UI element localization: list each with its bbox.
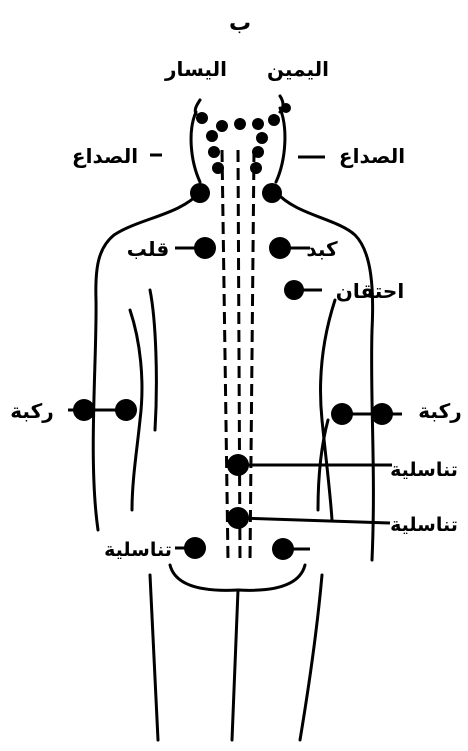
neck-point (196, 112, 208, 124)
neck-left-top (195, 100, 200, 114)
label-genital-2: تناسلية (390, 514, 458, 536)
neck-point (208, 146, 220, 158)
body-outline (93, 96, 373, 740)
buttocks-contour (170, 565, 305, 590)
label-knee-right: ركبة (418, 399, 461, 423)
neck-point (206, 130, 218, 142)
side-label-left: اليسار (164, 57, 227, 81)
point-knee-left-inner (115, 399, 137, 421)
spine-lines (222, 150, 254, 560)
spine-line-center (238, 150, 240, 560)
leader-genital-2 (238, 518, 390, 523)
neck-point (281, 103, 291, 113)
point-genital-1 (227, 454, 249, 476)
left-leg-outer (150, 575, 158, 740)
point-genital-left-hip (184, 537, 206, 559)
point-heart (194, 237, 216, 259)
spine-line-right (250, 150, 254, 560)
label-heart: قلب (127, 237, 169, 261)
spine-line-left (222, 150, 228, 560)
neck-point (252, 146, 264, 158)
side-label-right: اليمين (267, 57, 329, 81)
point-knee-right-outer (371, 403, 393, 425)
label-genital-3: تناسلية (104, 539, 172, 561)
point-knee-left-outer (73, 399, 95, 421)
neck-point (256, 132, 268, 144)
point-right-shoulder (262, 183, 282, 203)
label-headache-right: الصداع (339, 144, 405, 168)
neck-points (196, 103, 291, 174)
leg-inner-divide (232, 590, 238, 740)
point-knee-right-inner (331, 403, 353, 425)
right-leg-outer (300, 575, 322, 740)
pressure-points (73, 183, 393, 560)
label-liver: كبد (306, 237, 338, 261)
point-liver (269, 237, 291, 259)
point-genital-2 (227, 507, 249, 529)
label-congestion: احتقان (336, 279, 404, 303)
point-left-shoulder (190, 183, 210, 203)
neck-point (216, 120, 228, 132)
neck-point (250, 162, 262, 174)
neck-point (252, 118, 264, 130)
leader-lines (68, 155, 402, 549)
label-knee-left: ركبة (10, 399, 53, 423)
label-genital-1: تناسلية (390, 459, 458, 481)
left-torso-line (150, 290, 156, 430)
point-congestion (284, 280, 304, 300)
neck-point (212, 162, 224, 174)
label-headache-left: الصداع (72, 144, 138, 168)
point-genital-right-hip (272, 538, 294, 560)
figure-letter: ب (229, 11, 251, 36)
neck-point (268, 114, 280, 126)
neck-point (234, 118, 246, 130)
